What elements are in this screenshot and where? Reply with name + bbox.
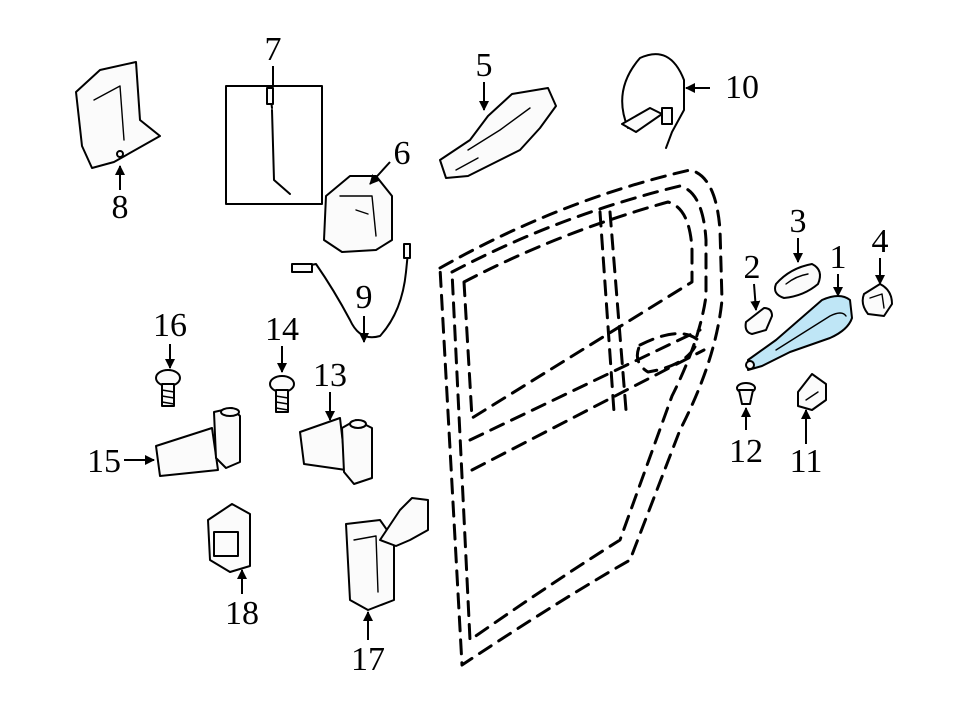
part-1-outside-handle[interactable] (745, 295, 853, 371)
callout-8: 8 (112, 189, 129, 226)
callout-17: 17 (351, 641, 385, 678)
callout-18: 18 (225, 595, 259, 632)
callout-16: 16 (153, 307, 187, 344)
part-8-insulator[interactable] (75, 61, 161, 169)
callout-13: 13 (313, 357, 347, 394)
part-13-hinge[interactable] (299, 417, 373, 485)
part-5-latch-bracket[interactable] (439, 87, 557, 179)
part-2-escutcheon[interactable] (744, 307, 773, 335)
part-16-bolt[interactable] (155, 369, 181, 407)
part-3-gasket[interactable] (774, 263, 821, 299)
part-15-hinge[interactable] (155, 407, 241, 477)
callout-14: 14 (265, 311, 299, 348)
callout-7: 7 (265, 31, 282, 68)
part-9-cable[interactable] (291, 243, 411, 339)
part-6-lock-actuator[interactable] (323, 175, 393, 253)
part-10-cable[interactable] (621, 53, 685, 149)
part-18-check-bracket[interactable] (207, 503, 251, 573)
part-14-bolt[interactable] (269, 375, 295, 413)
callout-5: 5 (476, 47, 493, 84)
callout-10: 10 (725, 69, 759, 106)
callout-11: 11 (790, 443, 823, 480)
part-12-grommet[interactable] (736, 382, 756, 405)
callout-2: 2 (744, 249, 761, 286)
leader-arrows (115, 66, 885, 640)
callout-1: 1 (830, 239, 847, 276)
part-17-door-check[interactable] (345, 497, 429, 611)
callout-6: 6 (394, 135, 411, 172)
part-7-lock-rod[interactable] (225, 85, 323, 205)
callout-3: 3 (790, 203, 807, 240)
door-outline (438, 168, 724, 667)
part-4-cap[interactable] (861, 283, 893, 317)
callout-4: 4 (872, 223, 889, 260)
callout-9: 9 (356, 279, 373, 316)
callout-15: 15 (87, 443, 121, 480)
callout-12: 12 (729, 433, 763, 470)
part-11-striker[interactable] (797, 373, 827, 411)
